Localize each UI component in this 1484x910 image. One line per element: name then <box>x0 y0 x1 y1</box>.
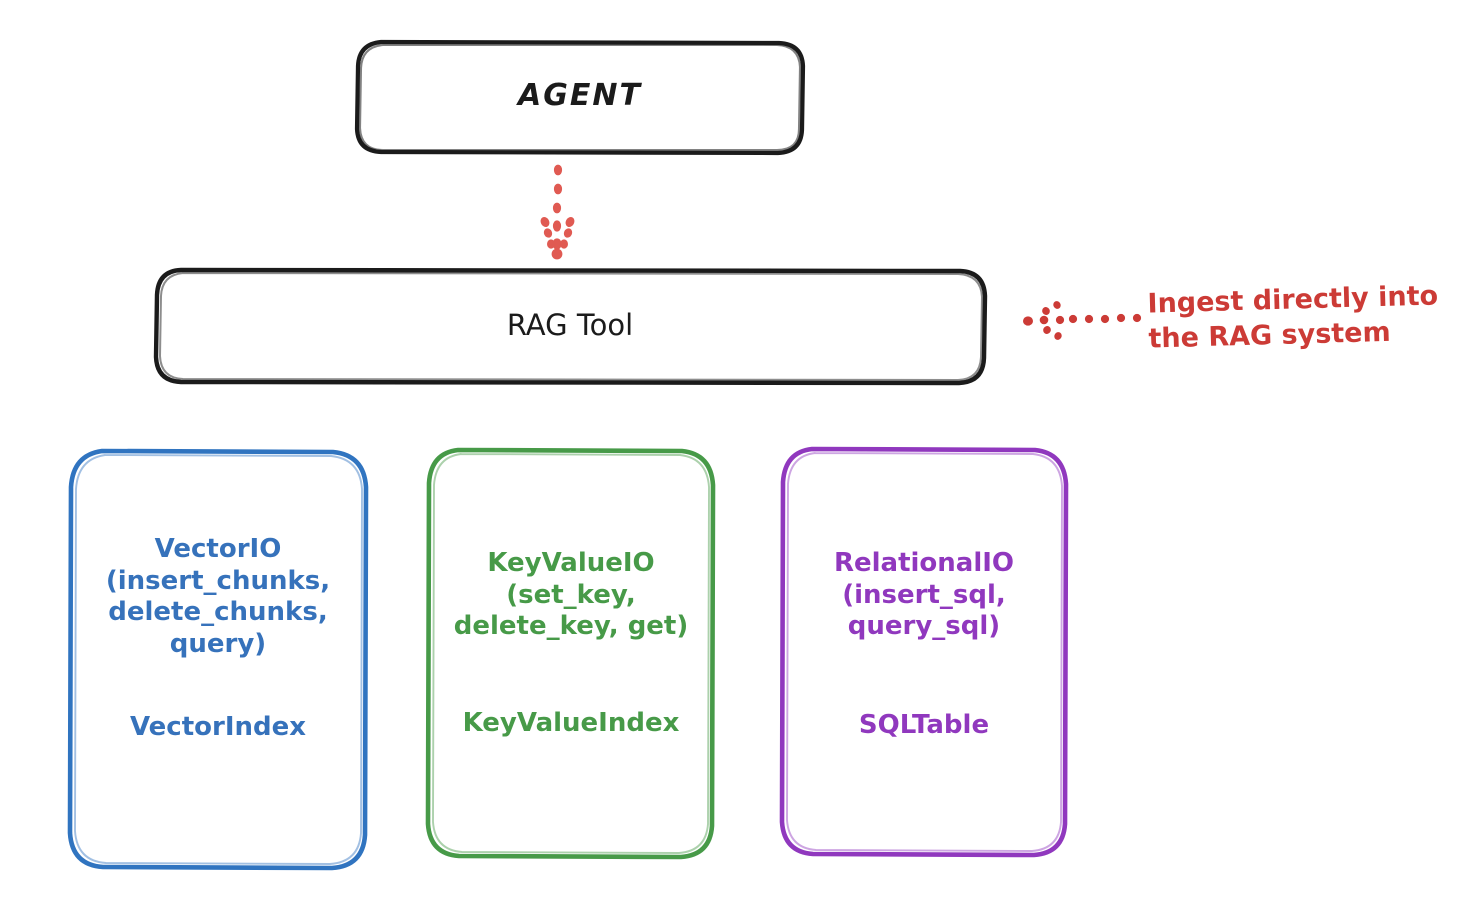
key-value-index-label: KeyValueIndex <box>462 708 680 738</box>
relational-io-api-label: RelationalIO (insert_sql, query_sql) <box>833 548 1015 642</box>
relational-io-box[interactable] <box>779 446 1069 858</box>
rag-tool-label: RAG Tool <box>506 308 634 342</box>
key-value-io-api-label: KeyValueIO (set_key, delete_key, get) <box>453 548 689 642</box>
vector-index-label: VectorIndex <box>129 712 307 742</box>
ingest-note-arrow <box>1023 301 1142 340</box>
agent-label: AGENT <box>518 78 642 113</box>
agent-to-ragtool-arrow <box>540 164 575 260</box>
sql-table-label: SQLTable <box>858 710 990 740</box>
key-value-io-box[interactable] <box>425 447 716 860</box>
vector-io-api-label: VectorIO (insert_chunks, delete_chunks, … <box>105 534 331 660</box>
ingest-note-text: Ingest directly into the RAG system <box>1147 280 1439 355</box>
